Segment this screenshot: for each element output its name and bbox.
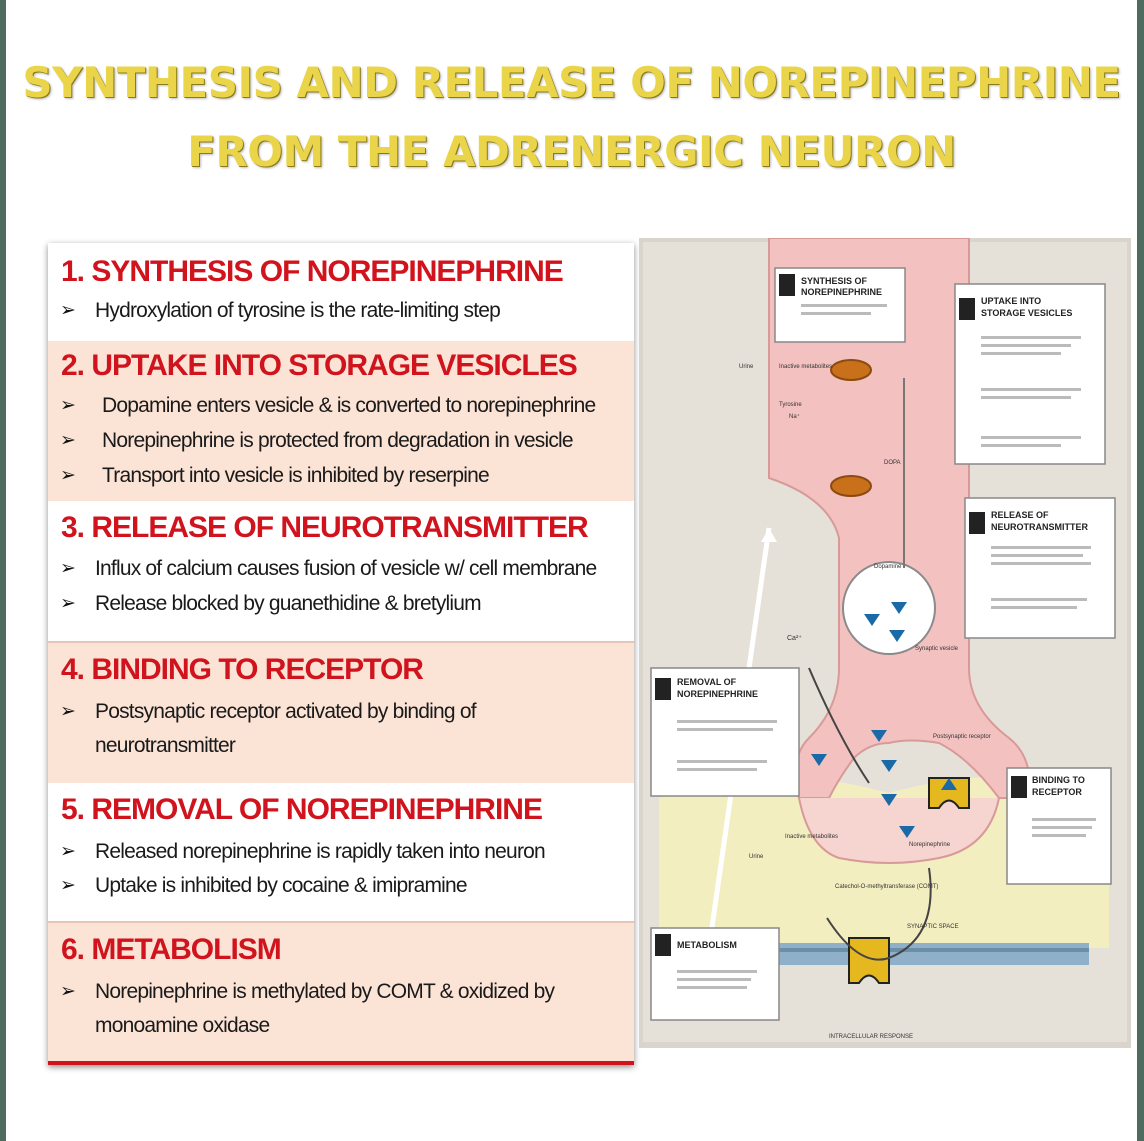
divider: [48, 921, 634, 923]
section-heading: 3. RELEASE OF NEUROTRANSMITTER: [61, 511, 589, 544]
steps-panel: 1. SYNTHESIS OF NOREPINEPHRINE ➢ Hydroxy…: [48, 243, 634, 1065]
section-heading: 2. UPTAKE INTO STORAGE VESICLES: [61, 349, 578, 382]
tyrosine-label: Tyrosine: [779, 402, 802, 408]
section-heading: 1. SYNTHESIS OF NOREPINEPHRINE: [61, 255, 564, 288]
callout-number: 5: [659, 682, 667, 699]
urine-label: Urine: [739, 364, 754, 370]
postsynaptic-membrane: [769, 943, 1089, 965]
callout-title: REMOVAL OF: [677, 677, 737, 687]
arrowhead-icon: [761, 528, 777, 542]
section-uptake: 2. UPTAKE INTO STORAGE VESICLES ➢ Dopami…: [48, 341, 634, 501]
bullet-text: monoamine oxidase: [95, 1014, 270, 1037]
bullet-arrow-icon: ➢: [60, 300, 76, 321]
mitochondrion-icon: [830, 475, 872, 497]
bullet-text: Postsynaptic receptor activated by bindi…: [95, 700, 477, 723]
slide-title-line-1: SYNTHESIS AND RELEASE OF NOREPINEPHRINE: [22, 58, 1121, 107]
bullet-arrow-icon: ➢: [60, 841, 76, 862]
metabolism-arrow: [826, 867, 932, 961]
bullet-text: Released norepinephrine is rapidly taken…: [95, 840, 546, 863]
inactive-metabolites-label: Inactive metabolites: [779, 364, 832, 370]
callout-number: 3: [973, 516, 981, 533]
bullet-arrow-icon: ➢: [60, 593, 76, 614]
nerve-terminal: [798, 797, 1000, 864]
bullet-arrow-icon: ➢: [60, 465, 76, 486]
bullet-text: Hydroxylation of tyrosine is the rate-li…: [95, 299, 501, 322]
norepinephrine-molecule-icon: [899, 826, 915, 838]
callout-number: 4: [1015, 780, 1024, 797]
intracellular-response-label: INTRACELLULAR RESPONSE: [829, 1034, 913, 1040]
callout-removal: 5 REMOVAL OF NOREPINEPHRINE: [650, 667, 800, 797]
callout-title: NOREPINEPHRINE: [677, 689, 758, 699]
norepinephrine-molecule-icon: [871, 730, 887, 742]
dopamine-label: Dopamine: [874, 564, 902, 570]
bullet-arrow-icon: ➢: [60, 981, 76, 1002]
section-metabolism: 6. METABOLISM ➢ Norepinephrine is methyl…: [48, 923, 634, 1061]
section-removal: 5. REMOVAL OF NOREPINEPHRINE ➢ Released …: [48, 783, 634, 923]
bound-norepinephrine-icon: [941, 778, 957, 790]
callout-title: STORAGE VESICLES: [981, 308, 1072, 318]
mitochondrion-icon: [830, 359, 872, 381]
inactive-metabolites-label: Inactive metabolites: [785, 834, 838, 840]
callout-number: 6: [659, 938, 667, 955]
norepinephrine-molecule-icon: [881, 760, 897, 772]
section-release: 3. RELEASE OF NEUROTRANSMITTER ➢ Influx …: [48, 501, 634, 643]
comt-label: Catechol-O-methyltransferase (COMT): [835, 884, 938, 890]
bullet-arrow-icon: ➢: [60, 875, 76, 896]
callout-metabolism: 6 METABOLISM: [650, 927, 780, 1021]
bullet-text: Influx of calcium causes fusion of vesic…: [95, 557, 597, 580]
dopa-label: DOPA: [884, 460, 901, 466]
callout-title: SYNTHESIS OF: [801, 276, 868, 286]
bullet-arrow-icon: ➢: [60, 701, 76, 722]
section-heading: 5. REMOVAL OF NOREPINEPHRINE: [61, 793, 543, 826]
receptor-icon: [848, 937, 890, 984]
bullet-text: Release blocked by guanethidine & bretyl…: [95, 592, 482, 615]
norepinephrine-label: Norepinephrine: [909, 842, 951, 848]
divider: [48, 641, 634, 643]
bullet-text: Norepinephrine is protected from degrada…: [102, 429, 574, 452]
callout-title: METABOLISM: [677, 940, 737, 950]
section-heading: 4. BINDING TO RECEPTOR: [61, 653, 424, 686]
membrane-line: [769, 948, 1089, 952]
bullet-text: Transport into vesicle is inhibited by r…: [102, 464, 490, 487]
section-heading: 6. METABOLISM: [61, 933, 282, 966]
ca-influx-arrow: [808, 667, 870, 784]
bullet-text: Norepinephrine is methylated by COMT & o…: [95, 980, 555, 1003]
callout-uptake: 2 UPTAKE INTO STORAGE VESICLES: [954, 283, 1106, 465]
section-binding: 4. BINDING TO RECEPTOR ➢ Postsynaptic re…: [48, 643, 634, 783]
bullet-arrow-icon: ➢: [60, 395, 76, 416]
norepinephrine-molecule-icon: [891, 602, 907, 614]
bullet-arrow-icon: ➢: [60, 558, 76, 579]
bullet-arrow-icon: ➢: [60, 430, 76, 451]
bullet-text: Dopamine enters vesicle & is converted t…: [102, 394, 596, 417]
callout-title: RECEPTOR: [1032, 787, 1082, 797]
callout-number: 2: [963, 302, 971, 319]
na-label: Na⁺: [789, 413, 800, 420]
callout-title: RELEASE OF: [991, 510, 1049, 520]
bullet-text: Uptake is inhibited by cocaine & imipram…: [95, 874, 468, 897]
callout-binding: 4 BINDING TO RECEPTOR: [1006, 767, 1112, 885]
synaptic-vesicle: [842, 561, 936, 655]
norepinephrine-molecule-icon: [864, 614, 880, 626]
callout-title: NEUROTRANSMITTER: [991, 522, 1088, 532]
callout-release: 3 RELEASE OF NEUROTRANSMITTER: [964, 497, 1116, 639]
callout-synthesis: 1 SYNTHESIS OF NOREPINEPHRINE: [774, 267, 906, 343]
bullet-text: neurotransmitter: [95, 734, 236, 757]
synaptic-space-label: SYNAPTIC SPACE: [907, 924, 959, 930]
calcium-label: Ca²⁺: [787, 635, 802, 642]
section-synthesis: 1. SYNTHESIS OF NOREPINEPHRINE ➢ Hydroxy…: [48, 243, 634, 341]
callout-title: NOREPINEPHRINE: [801, 287, 882, 297]
urine-label: Urine: [749, 854, 764, 860]
callout-title: BINDING TO: [1032, 775, 1085, 785]
norepinephrine-molecule-icon: [889, 630, 905, 642]
norepinephrine-molecule-icon: [881, 794, 897, 806]
callout-number: 1: [783, 278, 791, 295]
adrenergic-neuron-diagram: 1 SYNTHESIS OF NOREPINEPHRINE 2 UPTAKE I…: [639, 238, 1131, 1048]
norepinephrine-molecule-icon: [811, 754, 827, 766]
callout-title: UPTAKE INTO: [981, 296, 1041, 306]
postsynaptic-receptor-icon: [928, 777, 970, 809]
slide-title-line-2: FROM THE ADRENERGIC NEURON: [187, 127, 956, 176]
postsynaptic-receptor-label: Postsynaptic receptor: [933, 734, 991, 740]
synaptic-vesicle-label: Synaptic vesicle: [915, 646, 959, 652]
